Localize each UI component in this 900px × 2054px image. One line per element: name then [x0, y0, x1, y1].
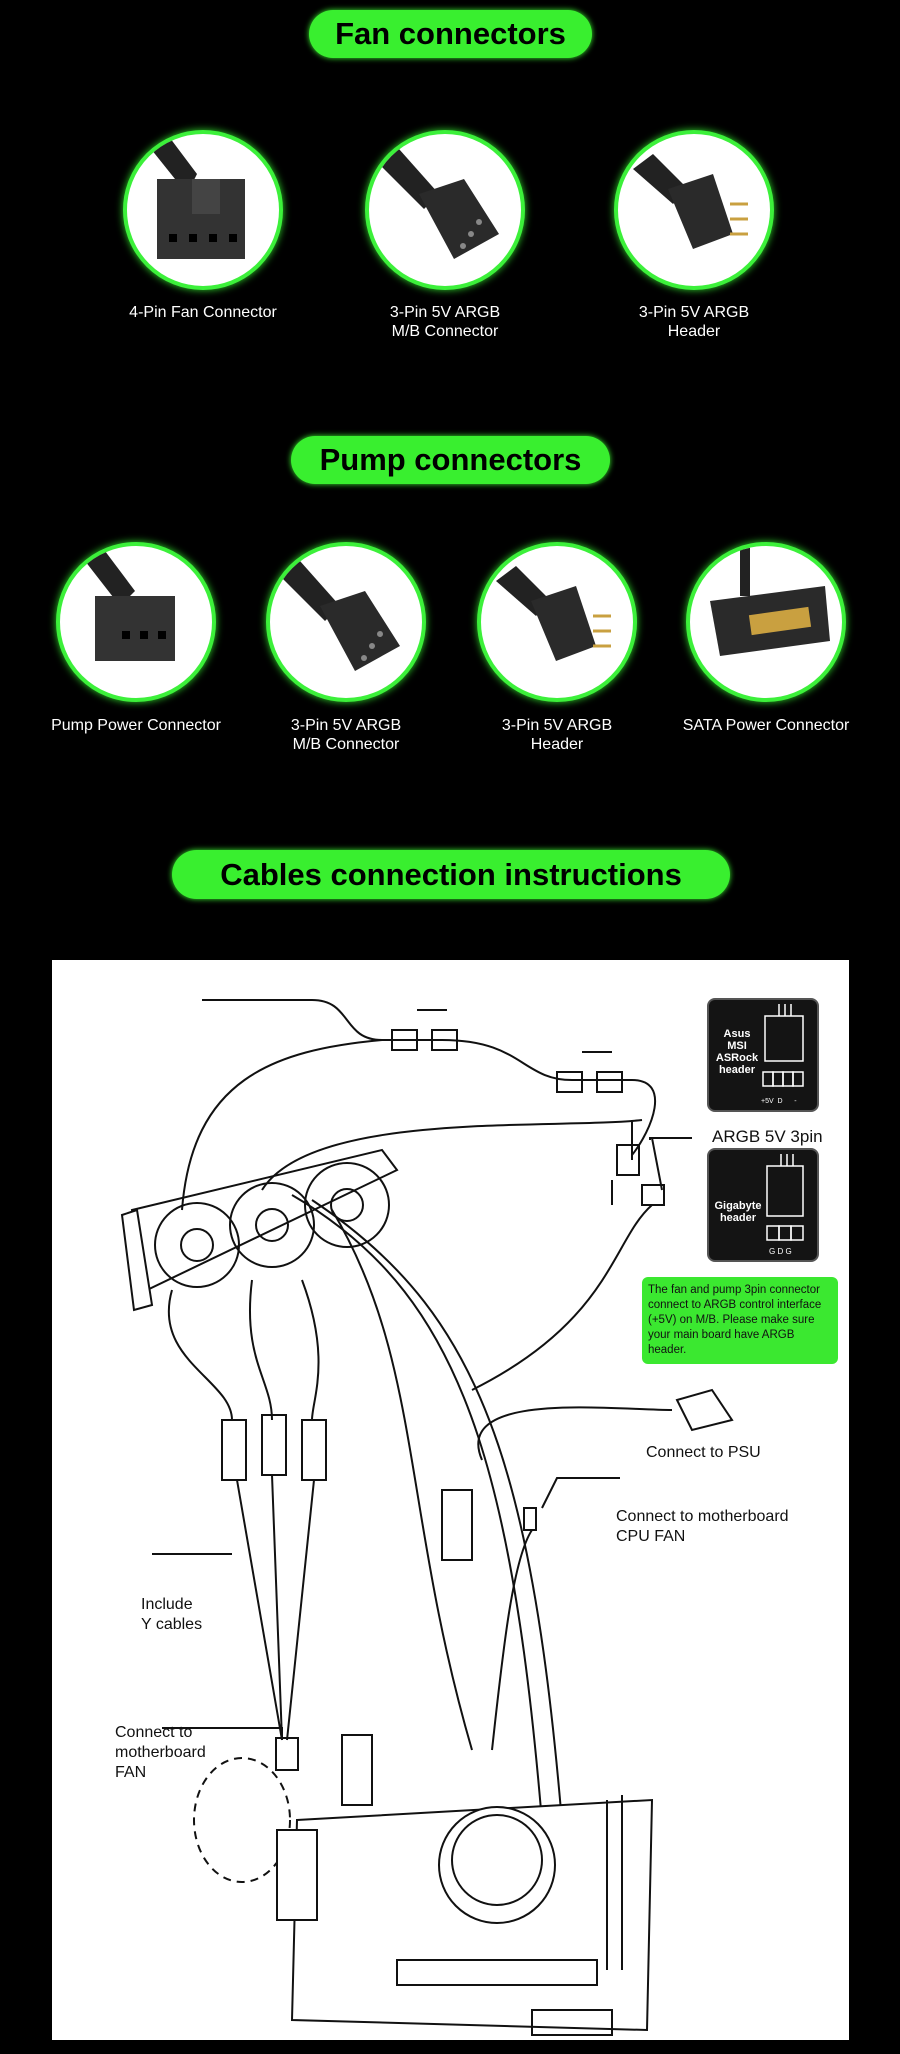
sata-power-connector-image	[686, 542, 846, 702]
cables-instructions-title: Cables connection instructions	[172, 850, 730, 899]
pump-label-1: Pump Power Connector	[51, 717, 221, 734]
wiring-diagram: ARGB 5V 3pin Connect to PSU Connect to m…	[52, 960, 849, 2040]
argb-note: The fan and pump 3pin connector connect …	[642, 1277, 838, 1364]
fan-label-1: 4-Pin Fan Connector	[129, 304, 277, 321]
fan-connectors-title: Fan connectors	[309, 10, 592, 58]
argb-5v-3pin-label: ARGB 5V 3pin	[712, 1127, 823, 1146]
pump-label-4: SATA Power Connector	[682, 717, 850, 734]
asus-pins: +5V D -	[761, 1098, 797, 1105]
pump-connectors-title: Pump connectors	[291, 436, 610, 484]
4pin-fan-connector-image	[123, 130, 283, 290]
pump-argb-header-image	[477, 542, 637, 702]
pump-power-connector-image	[56, 542, 216, 702]
argb-mb-connector-image	[365, 130, 525, 290]
pump-argb-mb-connector-image	[266, 542, 426, 702]
gigabyte-pins: G D G	[769, 1247, 792, 1256]
connect-psu-label: Connect to PSU	[646, 1444, 761, 1461]
wiring-diagram-drawing	[120, 999, 734, 2036]
argb-header-image	[614, 130, 774, 290]
